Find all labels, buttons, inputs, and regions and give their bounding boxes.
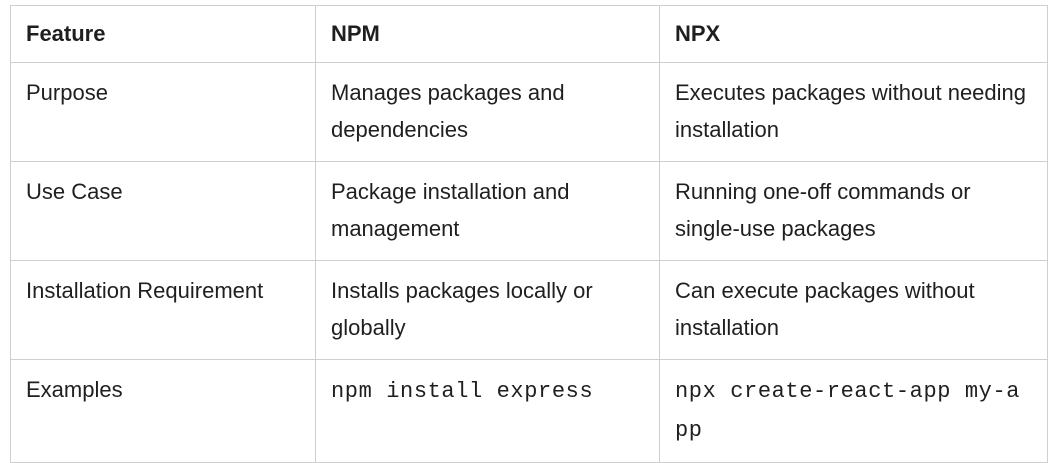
comparison-table-container: Feature NPM NPX Purpose Manages packages… <box>10 5 1048 463</box>
feature-cell: Use Case <box>10 161 316 261</box>
npm-cell: Package installation and management <box>315 161 660 261</box>
npm-command-text: npm install express <box>331 379 594 404</box>
table-row: Installation Requirement Installs packag… <box>10 260 1048 360</box>
table-header-row: Feature NPM NPX <box>10 5 1048 63</box>
npm-example-code: npm install express <box>315 359 660 463</box>
npx-cell: Executes packages without needing instal… <box>659 62 1048 162</box>
npx-command-text: npx create-react-app my-app <box>675 379 1021 443</box>
npx-cell: Running one-off commands or single-use p… <box>659 161 1048 261</box>
header-feature: Feature <box>10 5 316 63</box>
npm-vs-npx-comparison-table: Feature NPM NPX Purpose Manages packages… <box>10 5 1048 463</box>
table-row: Use Case Package installation and manage… <box>10 161 1048 261</box>
header-npm: NPM <box>315 5 660 63</box>
npx-example-code: npx create-react-app my-app <box>659 359 1048 463</box>
npm-cell: Manages packages and dependencies <box>315 62 660 162</box>
feature-cell: Purpose <box>10 62 316 162</box>
feature-cell: Examples <box>10 359 316 463</box>
header-npx: NPX <box>659 5 1048 63</box>
npx-cell: Can execute packages without installatio… <box>659 260 1048 360</box>
table-row: Purpose Manages packages and dependencie… <box>10 62 1048 162</box>
feature-cell: Installation Requirement <box>10 260 316 360</box>
table-row: Examples npm install express npx create-… <box>10 359 1048 463</box>
npm-cell: Installs packages locally or globally <box>315 260 660 360</box>
